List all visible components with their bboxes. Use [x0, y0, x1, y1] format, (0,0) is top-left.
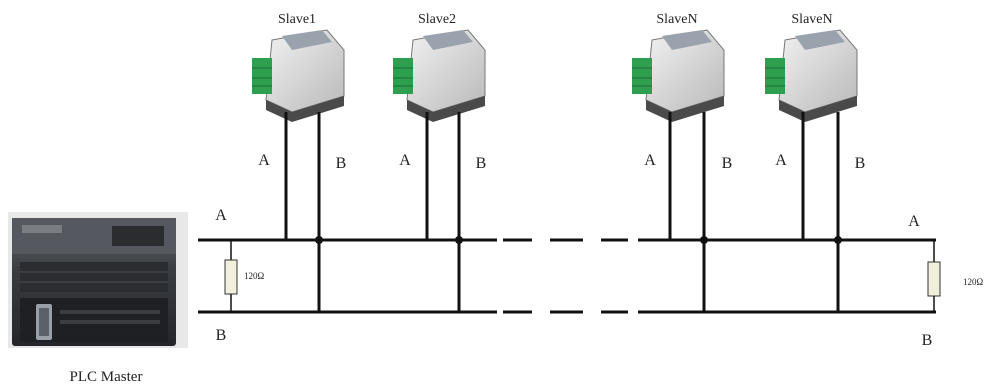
bus-b-label-left: B — [216, 327, 227, 344]
terminator-left-label: 120Ω — [244, 271, 265, 281]
drop-label-a-2: A — [399, 152, 411, 169]
terminator-right — [927, 240, 941, 312]
slave-device-4 — [765, 29, 858, 122]
slave-label-2: Slave2 — [418, 12, 456, 27]
terminator-right-label: 120Ω — [963, 277, 984, 287]
drop-label-b-2: B — [476, 155, 487, 172]
slave-device-2 — [393, 29, 486, 122]
drop-label-a-3: A — [644, 152, 656, 169]
drop-label-a-1: A — [258, 152, 270, 169]
drop-label-b-3: B — [722, 155, 733, 172]
slave-label-1: Slave1 — [278, 12, 316, 27]
terminator-left — [224, 240, 238, 312]
bus-a-label-right: A — [908, 213, 920, 230]
slave-label-3: SlaveN — [656, 12, 697, 27]
drop-label-b-1: B — [336, 155, 347, 172]
drop-label-a-4: A — [775, 152, 787, 169]
slave-device-1 — [252, 29, 345, 122]
slave-device-3 — [632, 29, 725, 122]
junction-dots — [315, 236, 842, 244]
drop-labels: A B A B A B A B — [258, 152, 865, 172]
plc-master-label: PLC Master — [70, 369, 143, 385]
plc-master-device — [8, 212, 188, 348]
bus-a-label-left: A — [215, 207, 227, 224]
slave-label-4: SlaveN — [791, 12, 832, 27]
drop-wires — [284, 112, 840, 312]
bus-b-label-right: B — [922, 332, 933, 349]
drop-label-b-4: B — [855, 155, 866, 172]
